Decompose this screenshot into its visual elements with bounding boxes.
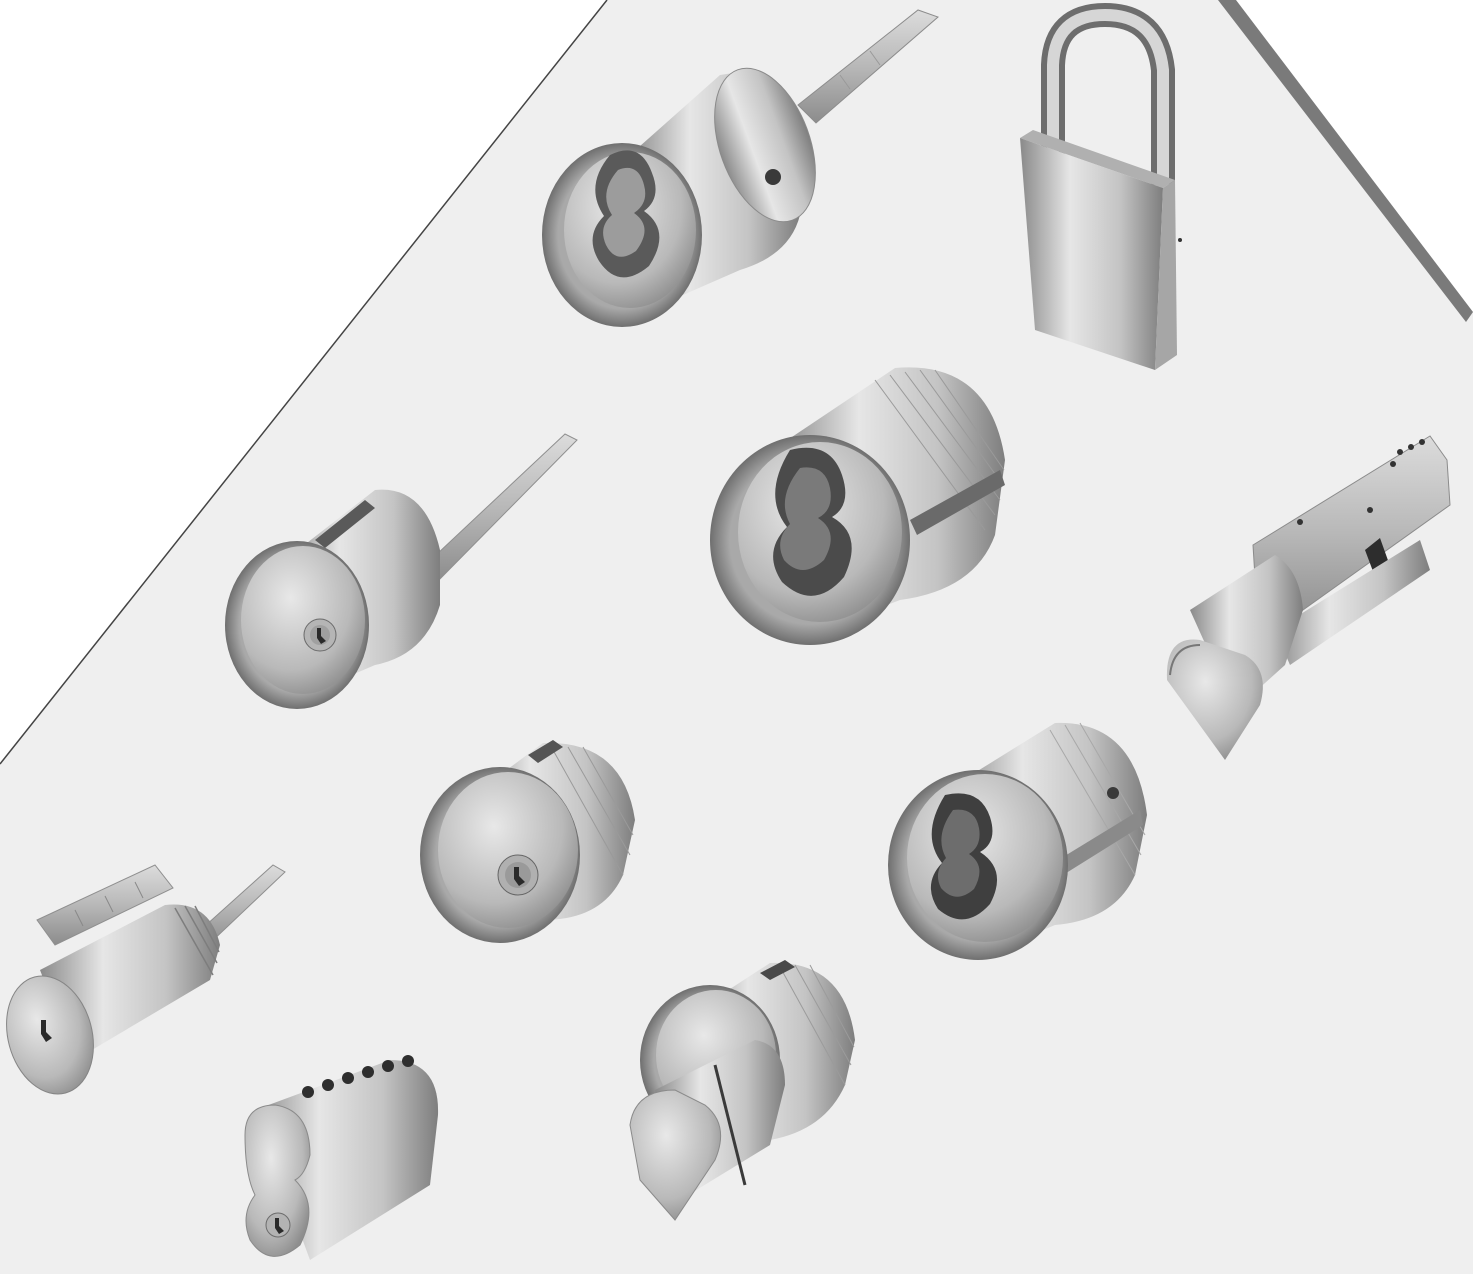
euro-cylinder-icon <box>1165 430 1455 765</box>
key-cylinder-icon <box>413 735 643 950</box>
thumbturn-icon <box>620 955 860 1225</box>
ic-core-icon <box>240 1055 445 1270</box>
padlock-icon <box>1015 2 1215 380</box>
ic-core-housing-icon <box>540 5 940 330</box>
ic-core-housing-icon <box>705 360 1015 650</box>
ic-core-housing-icon <box>885 715 1150 965</box>
key-cylinder-icon <box>5 860 290 1105</box>
key-cylinder-icon <box>225 430 585 715</box>
panel-edge-left <box>0 0 608 765</box>
panel-edge-right-band <box>1218 0 1473 322</box>
